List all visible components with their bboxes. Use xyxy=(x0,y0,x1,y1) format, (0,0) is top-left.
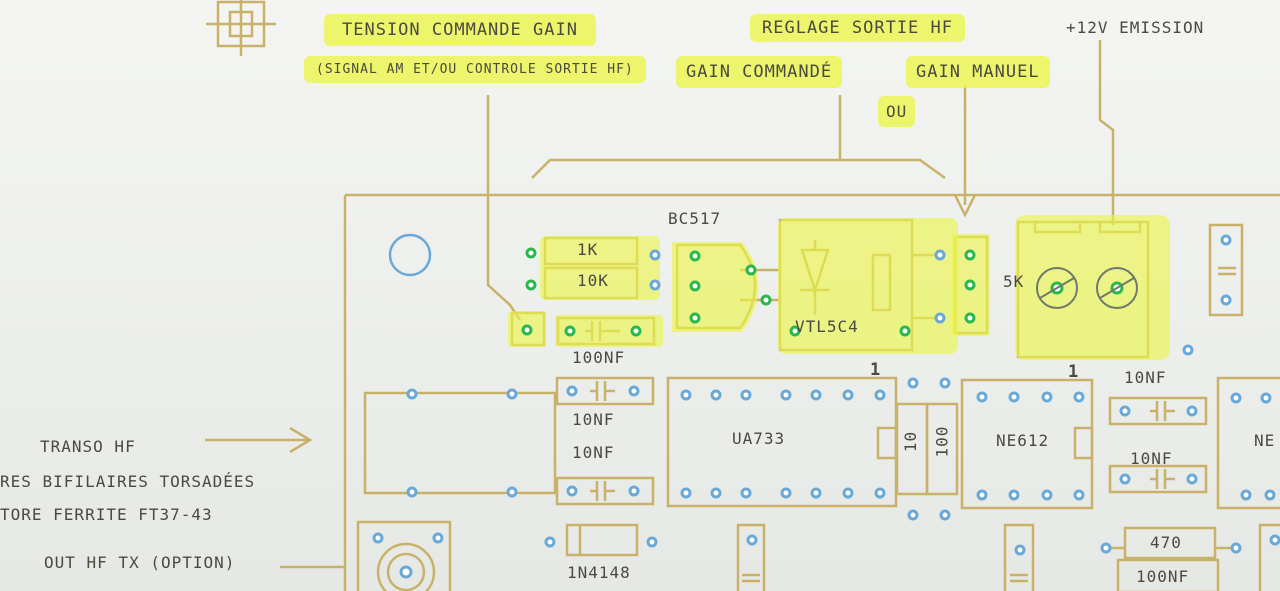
label-ua733: UA733 xyxy=(732,429,786,448)
transo-box xyxy=(363,391,557,495)
label-c10nf-a: 10NF xyxy=(572,410,615,429)
label-r100: 100 xyxy=(932,425,952,458)
target-circle xyxy=(388,233,432,277)
leader-tension xyxy=(486,95,522,321)
label-ne-cut: NE xyxy=(1254,431,1276,450)
heading-reglage-sortie-hf: REGLAGE SORTIE HF xyxy=(750,14,965,42)
label-vtl5c4: VTL5C4 xyxy=(795,317,859,336)
out-connector xyxy=(356,520,452,591)
note-out-hf-tx: OUT HF TX (OPTION) xyxy=(44,553,236,572)
label-c10nf-b: 10NF xyxy=(572,443,615,462)
label-bc517: BC517 xyxy=(668,209,722,228)
leader-emission xyxy=(1098,40,1115,225)
arrow-transo xyxy=(205,426,313,454)
leader-brace xyxy=(531,158,946,180)
label-diode-1n4148: 1N4148 xyxy=(567,563,631,582)
note-bifilaires: RES BIFILAIRES TORSADÉES xyxy=(0,472,256,491)
heading-signal-am: (SIGNAL AM ET/OU CONTROLE SORTIE HF) xyxy=(304,56,646,83)
heading-tension-commande-gain: TENSION COMMANDE GAIN xyxy=(324,14,596,46)
label-ne612: NE612 xyxy=(996,431,1050,450)
label-pin1-ne612: 1 xyxy=(1068,362,1080,382)
label-pin1-ua733: 1 xyxy=(870,360,882,380)
heading-emission: +12V EMISSION xyxy=(1066,18,1205,37)
label-pot-5k: 5K xyxy=(1003,272,1025,291)
heading-ou: OU xyxy=(878,96,916,127)
label-c10nf-c: 10NF xyxy=(1124,368,1167,387)
label-c10nf-d: 10NF xyxy=(1130,449,1173,468)
label-r10k: 10K xyxy=(577,271,609,290)
label-r10: 10 xyxy=(901,430,921,453)
label-r1k: 1K xyxy=(577,240,599,259)
c10nf-b-body xyxy=(555,476,655,506)
heading-gain-commande: GAIN COMMANDÉ xyxy=(676,56,843,88)
note-transo-hf: TRANSO HF xyxy=(40,437,136,456)
board-outline xyxy=(343,193,1280,591)
c10nf-a-body xyxy=(555,376,655,406)
label-r470: 470 xyxy=(1150,533,1182,552)
label-c100nf-b: 100NF xyxy=(1136,567,1190,586)
heading-gain-manuel: GAIN MANUEL xyxy=(906,56,1050,88)
diode-body xyxy=(565,523,639,557)
note-tore-ferrite: TORE FERRITE FT37-43 xyxy=(0,505,213,524)
label-c100nf: 100NF xyxy=(572,348,626,367)
